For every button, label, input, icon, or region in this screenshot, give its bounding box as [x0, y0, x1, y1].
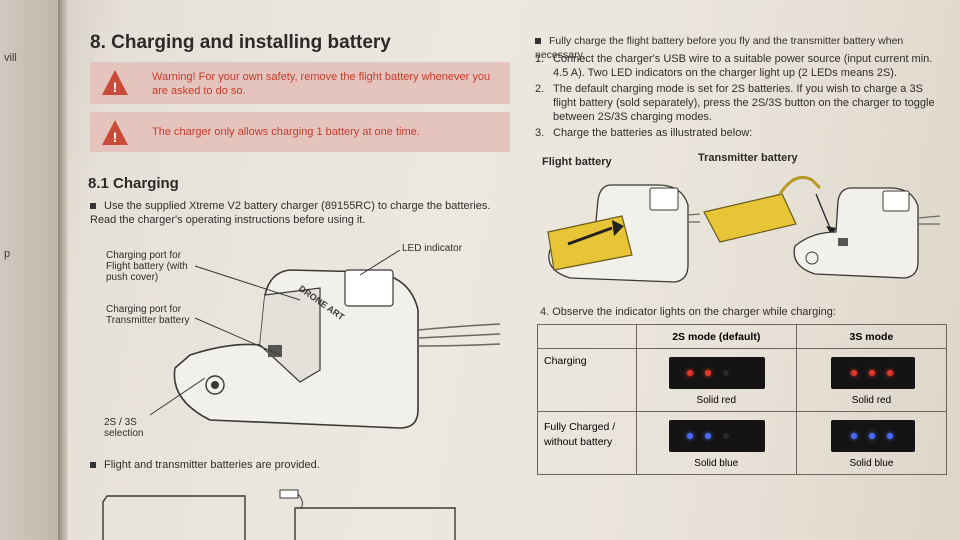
callout-flight-port: Charging port for Flight battery (with p… [106, 250, 188, 283]
warning-icon: ! [102, 70, 128, 95]
warning-text: Warning! For your own safety, remove the… [152, 71, 491, 97]
step-item: 3. Charge the batteries as illustrated b… [535, 126, 937, 140]
led-red [850, 370, 857, 376]
subsection-title: 8.1 Charging [88, 175, 179, 192]
led-red [686, 370, 693, 376]
indicator-table: 2S mode (default) 3S mode Charging Solid… [537, 324, 948, 475]
cell-caption: Solid blue [849, 458, 894, 469]
tx-battery-illustration [703, 176, 941, 279]
step-4: 4. Observe the indicator lights on the c… [540, 306, 836, 318]
warning-icon: ! [102, 120, 128, 145]
table-cell-3s: Solid blue [795, 411, 948, 475]
table-cell-3s: Solid red [795, 348, 948, 412]
step-list: 1. Connect the charger's USB wire to a s… [535, 52, 937, 140]
book-gutter [58, 0, 68, 540]
bullet-item: Flight and transmitter batteries are pro… [90, 458, 490, 472]
warning-text: The charger only allows charging 1 batte… [152, 126, 420, 138]
step-item: 2. The default charging mode is set for … [535, 82, 937, 124]
table-header-row: 2S mode (default) 3S mode [537, 324, 948, 349]
step-number: 2. [535, 83, 545, 95]
led-panel [830, 357, 915, 389]
step-text: Connect the charger's USB wire to a suit… [553, 53, 933, 79]
led-red [886, 370, 893, 376]
bullet-icon [90, 462, 96, 469]
row-label: Fully Charged / without battery [537, 411, 637, 475]
bullet-icon [90, 203, 96, 210]
bullet-item: Use the supplied Xtreme V2 battery charg… [90, 199, 515, 227]
bullet-text: Fully charge the flight battery before y… [535, 35, 904, 61]
led-panel [668, 357, 765, 389]
led-blue [686, 433, 693, 439]
table-row: Charging Solid red Solid red [537, 348, 948, 412]
callout-lines [149, 250, 400, 416]
step-number: 3. [535, 127, 545, 139]
label-tx-battery: Transmitter battery [698, 152, 798, 164]
cell-caption: Solid blue [694, 458, 739, 469]
led-red [868, 370, 875, 376]
previous-page-edge: vill p [0, 0, 62, 540]
led-blue [868, 433, 875, 439]
table-header-cell: 2S mode (default) [635, 324, 797, 349]
warning-box: ! The charger only allows charging 1 bat… [90, 112, 510, 152]
bullet-icon [535, 38, 541, 45]
step-text: The default charging mode is set for 2S … [553, 83, 935, 123]
table-row: Fully Charged / without battery Solid bl… [537, 411, 948, 475]
row-label: Charging [537, 348, 637, 412]
prev-page-fragment: vill [4, 52, 17, 64]
cell-caption: Solid red [696, 395, 736, 406]
step-number: 1. [535, 53, 545, 65]
prev-page-fragment: p [4, 248, 11, 260]
battery-illustrations [102, 489, 456, 540]
led-off [722, 433, 729, 439]
led-blue [850, 433, 857, 439]
led-panel [668, 420, 765, 452]
flight-battery-illustration [547, 184, 700, 283]
step-item: 1. Connect the charger's USB wire to a s… [535, 52, 937, 80]
table-cell-2s: Solid blue [635, 411, 797, 475]
charger-illustration: DRONE ART [173, 269, 500, 429]
cell-caption: Solid red [851, 395, 892, 406]
callout-tx-port: Charging port for Transmitter battery [106, 304, 190, 326]
led-blue [704, 433, 711, 439]
warning-box: ! Warning! For your own safety, remove t… [90, 62, 510, 104]
callout-led: LED indicator [402, 243, 463, 254]
bullet-text: Flight and transmitter batteries are pro… [104, 459, 320, 471]
step-text: Charge the batteries as illustrated belo… [553, 127, 753, 139]
table-header-cell: 3S mode [795, 324, 948, 349]
table-cell-2s: Solid red [635, 348, 797, 412]
label-flight-battery: Flight battery [542, 156, 612, 168]
svg-text:!: ! [113, 129, 118, 145]
led-red [704, 370, 711, 376]
svg-text:!: ! [113, 79, 118, 95]
table-header-cell [537, 324, 637, 349]
callout-mode: 2S / 3S selection [104, 417, 144, 439]
section-title: 8. Charging and installing battery [90, 32, 391, 53]
led-panel [830, 420, 915, 452]
led-off [722, 370, 729, 376]
led-blue [886, 433, 893, 439]
bullet-text: Use the supplied Xtreme V2 battery charg… [90, 200, 491, 226]
bullet-item: Fully charge the flight battery before y… [535, 34, 940, 62]
